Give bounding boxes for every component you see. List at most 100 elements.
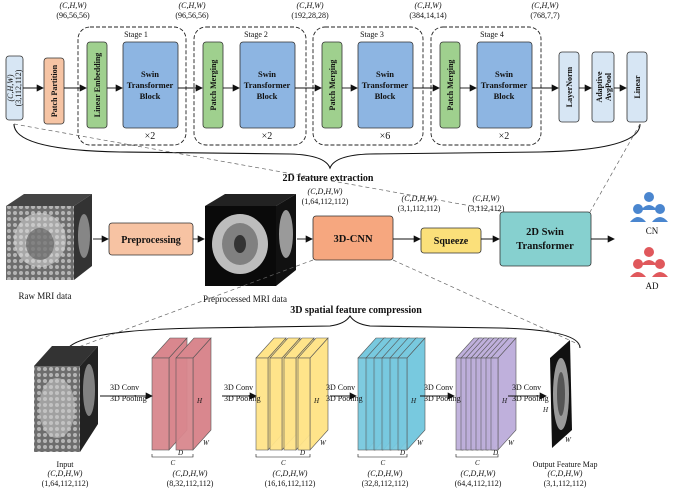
slab-d-label-4: D xyxy=(492,449,498,457)
cnn3d-box xyxy=(312,215,394,261)
patch-merging-label-2: Patch Merging xyxy=(209,60,218,111)
layernorm-label: LayerNorm xyxy=(565,66,574,107)
slab-w-label-4: W xyxy=(508,439,515,447)
stage-1-shape: (C,H,W) xyxy=(59,1,86,10)
block-1-shape: (C,D,H,W) xyxy=(173,469,208,478)
slab-h-label-1: H xyxy=(196,397,203,405)
slab-c-label-3: C xyxy=(381,459,386,467)
stage-1-label: Stage 1 xyxy=(124,30,148,39)
slab-c-bracket xyxy=(151,454,194,458)
slab-front xyxy=(283,357,297,451)
conv-label-1: 3D Conv xyxy=(110,383,139,392)
block-4-dims: (64,4,112,112) xyxy=(455,479,502,488)
patch-merging-box-2 xyxy=(202,41,224,129)
slab-front xyxy=(490,357,499,451)
avgpool-label-1: Adaptive xyxy=(595,71,604,103)
svg-text:Swin: Swin xyxy=(495,69,513,79)
patch-partition-box xyxy=(43,57,65,125)
stage-1-repeat: ×2 xyxy=(145,131,156,142)
svg-text:Swin: Swin xyxy=(376,69,394,79)
preprocessing-label: Preprocessing xyxy=(121,235,181,246)
cn-label: CN xyxy=(646,226,659,236)
cnn-input-shape: (C,D,H,W) xyxy=(308,187,343,196)
svg-text:Swin: Swin xyxy=(258,69,276,79)
stage-3-shape: (C,H,W) xyxy=(296,1,323,10)
avgpool-label-2: AvgPool xyxy=(604,72,613,101)
linear-box xyxy=(626,51,648,123)
linear-label: Linear xyxy=(633,75,642,99)
middle-pipeline: Raw MRI data Preprocessing Preprocessed … xyxy=(6,187,668,304)
patch-merging-box-4 xyxy=(439,41,461,129)
stage-4-shape: (C,H,W) xyxy=(414,1,441,10)
slab-c-bracket xyxy=(357,454,408,458)
slab-front xyxy=(365,357,376,451)
block-4-shape: (C,D,H,W) xyxy=(461,469,496,478)
slab-front xyxy=(389,357,400,451)
avgpool-box xyxy=(591,51,615,123)
slab-front xyxy=(397,357,408,451)
swin2d-box xyxy=(499,211,592,267)
stage-4-dims: (384,14,14) xyxy=(409,11,447,20)
slab-w-label-2: W xyxy=(320,439,327,447)
bottom-input-shape: (C,D,H,W) xyxy=(48,469,83,478)
cnn3d-label: 3D-CNN xyxy=(333,234,372,245)
stage-2-repeat: ×2 xyxy=(262,131,273,142)
conv-label-3: 3D Conv xyxy=(326,383,355,392)
patch-merging-label-4: Patch Merging xyxy=(446,60,455,111)
pool-label-4: 3D Pooling xyxy=(424,394,461,403)
top-brace-label: 2D feature extraction xyxy=(283,173,374,184)
ad-group-icon xyxy=(630,247,668,277)
slab-d-label-3: D xyxy=(399,449,405,457)
stage-4-box xyxy=(430,26,542,146)
stage-3-label: Stage 3 xyxy=(360,30,384,39)
block-1-dims: (8,32,112,112) xyxy=(167,479,214,488)
conv-label-2: 3D Conv xyxy=(224,383,253,392)
squeeze-label: Squeeze xyxy=(434,236,469,247)
bottom-input-cube xyxy=(34,346,98,452)
block-3-dims: (32,8,112,112) xyxy=(362,479,409,488)
pool-label-3: 3D Pooling xyxy=(326,394,363,403)
stage-4-label: Stage 4 xyxy=(480,30,504,39)
slab-d-label-2: D xyxy=(299,449,305,457)
output-feature-map xyxy=(550,340,572,448)
slab-d-label-1: D xyxy=(177,449,183,457)
squeeze-box xyxy=(420,227,482,254)
patch-merging-box-3 xyxy=(321,41,343,129)
slab-c-label-1: C xyxy=(171,459,176,467)
swin2d-label-2: Transformer xyxy=(516,241,574,252)
raw-mri-label: Raw MRI data xyxy=(19,291,72,301)
svg-text:Transformer: Transformer xyxy=(244,80,291,90)
preprocessed-mri-cube xyxy=(205,194,296,286)
raw-mri-cube xyxy=(6,194,92,280)
stage-2-label: Stage 2 xyxy=(244,30,268,39)
slab-c-label-2: C xyxy=(281,459,286,467)
cnn-input-dims: (1,64,112,112) xyxy=(302,197,349,206)
pool-label-2: 3D Pooling xyxy=(224,394,261,403)
output-shape: (C,H,W) xyxy=(531,1,558,10)
swin-block-2: Swin Transformer Block xyxy=(239,41,296,129)
svg-text:Block: Block xyxy=(257,91,278,101)
svg-text:Transformer: Transformer xyxy=(362,80,409,90)
slab-front xyxy=(357,357,368,451)
svg-text:Block: Block xyxy=(494,91,515,101)
patch-partition-label: Patch Partition xyxy=(50,64,59,117)
output-h-label: H xyxy=(542,406,549,414)
stage-2-dims: (96,56,56) xyxy=(175,11,209,20)
linear-embedding-box xyxy=(86,41,108,129)
block-2-dims: (16,16,112,112) xyxy=(265,479,316,488)
swin2d-input-shape: (C,H,W) xyxy=(472,194,499,203)
cn-group-icon xyxy=(630,192,668,222)
swin-block-3: Swin Transformer Block xyxy=(357,41,414,129)
bottom-input-label: Input xyxy=(57,460,75,469)
top-pipeline: (C,H,W) (3,112,112) Patch Partition Stag… xyxy=(5,1,648,213)
svg-text:Block: Block xyxy=(140,91,161,101)
slab-c-bracket xyxy=(255,454,311,458)
slab-front xyxy=(151,357,170,451)
slab-w-label-3: W xyxy=(417,439,424,447)
svg-text:Swin: Swin xyxy=(141,69,159,79)
conv-label-4: 3D Conv xyxy=(424,383,453,392)
top-brace xyxy=(13,123,641,170)
bottom-pipeline: 3D spatial feature compression Input (C,… xyxy=(34,259,597,488)
top-input-label: (C,H,W) xyxy=(6,74,15,101)
